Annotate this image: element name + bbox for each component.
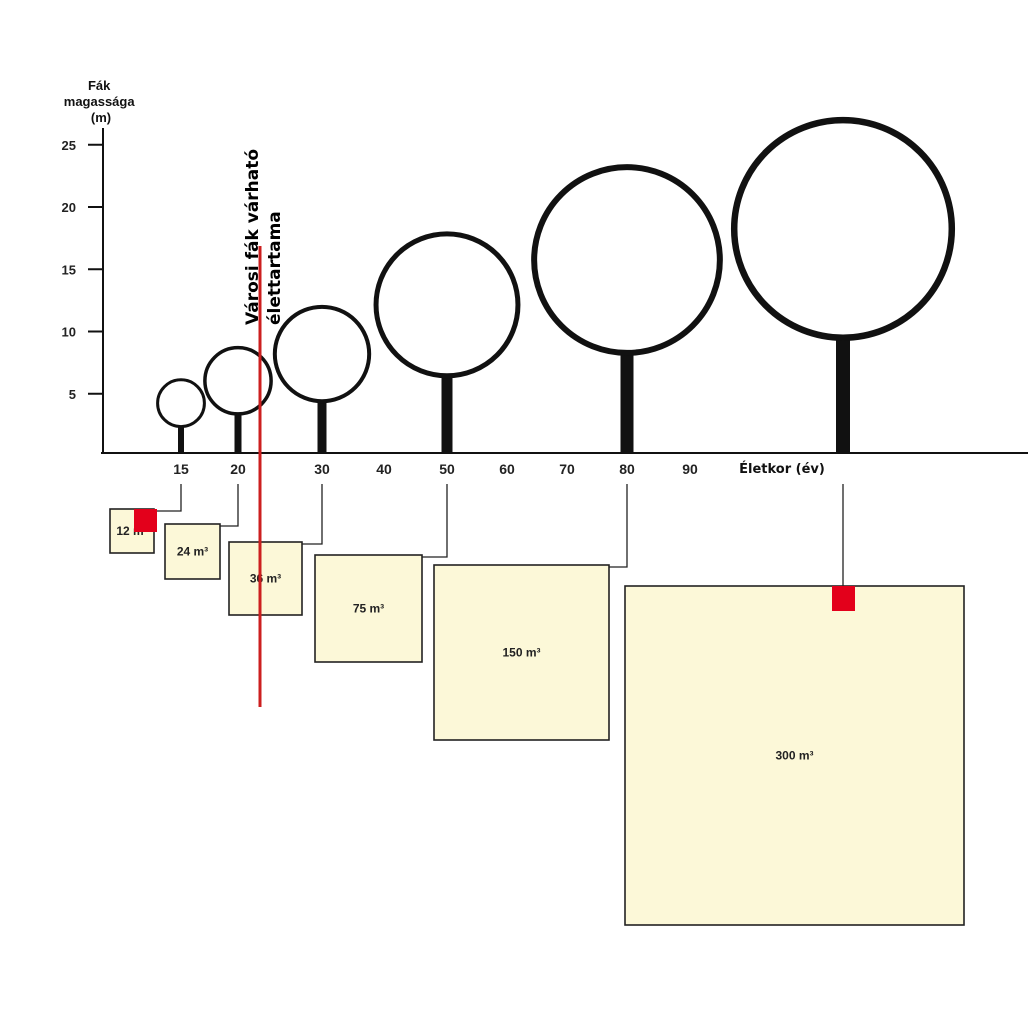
volume-box-2 <box>228 541 303 616</box>
x-tick-label-7: 80 <box>619 461 635 477</box>
x-axis-title: Életkor (év) <box>739 461 825 477</box>
y-tick-label-3: 20 <box>62 200 76 215</box>
volume-connector-4 <box>609 484 628 568</box>
tree-crown-2 <box>272 304 372 404</box>
volume-label-2: 36 m³ <box>250 572 281 586</box>
volume-box-4 <box>433 564 610 741</box>
x-tick-label-5: 60 <box>499 461 515 477</box>
y-axis-title: Fák magassága (m) <box>64 78 138 125</box>
urban-life-expectancy-label-line-2: élettartama <box>265 211 285 325</box>
volume-connector-3 <box>422 484 448 558</box>
tree-crown-5 <box>730 116 956 341</box>
tree-trunk-3 <box>441 376 453 452</box>
volume-connector-1 <box>220 484 239 527</box>
tree-crown-3 <box>373 231 521 379</box>
urban-life-expectancy-label-line-1: Városi fák várható <box>243 149 263 325</box>
tree-trunk-5 <box>836 338 850 452</box>
urban-life-expectancy-label: Városi fák várható élettartama <box>243 143 285 325</box>
x-tick-label-6: 70 <box>559 461 575 477</box>
volume-connector-2 <box>302 484 323 545</box>
y-axis-title-line-1: Fák <box>88 78 111 93</box>
y-axis-ticks: 5 10 15 20 25 <box>62 138 103 402</box>
tree-crown-1 <box>203 345 273 416</box>
volume-label-4: 150 m³ <box>502 646 540 660</box>
tree-crown-0 <box>156 378 206 429</box>
y-tick-label-2: 15 <box>62 262 76 277</box>
x-tick-label-4: 50 <box>439 461 455 477</box>
volume-label-1: 24 m³ <box>177 545 208 559</box>
x-axis-ticks: 15 20 30 40 50 60 70 80 90 <box>173 461 698 477</box>
tree-trunk-2 <box>317 401 327 452</box>
y-tick-label-4: 25 <box>62 138 76 153</box>
volume-box-5 <box>624 585 965 926</box>
tree-trunk-1 <box>234 413 242 452</box>
volume-connector-0 <box>154 484 182 512</box>
x-tick-label-3: 40 <box>376 461 392 477</box>
y-axis-title-line-2: magassága <box>64 94 136 109</box>
x-tick-label-1: 20 <box>230 461 246 477</box>
y-tick-label-1: 10 <box>62 325 76 340</box>
volume-label-5: 300 m³ <box>775 749 813 763</box>
y-axis-title-line-3: (m) <box>91 110 111 125</box>
volume-label-3: 75 m³ <box>353 602 384 616</box>
volume-box-3 <box>314 554 423 663</box>
x-tick-label-0: 15 <box>173 461 189 477</box>
tree-series <box>156 116 956 452</box>
reference-square-small <box>134 509 157 532</box>
reference-square-large <box>832 586 855 611</box>
volume-box-1 <box>164 523 221 580</box>
tree-trunk-4 <box>620 353 634 452</box>
y-tick-label-0: 5 <box>69 387 76 402</box>
tree-trunk-0 <box>178 426 184 452</box>
x-tick-label-8: 90 <box>682 461 698 477</box>
tree-crown-4 <box>531 164 723 356</box>
x-tick-label-2: 30 <box>314 461 330 477</box>
